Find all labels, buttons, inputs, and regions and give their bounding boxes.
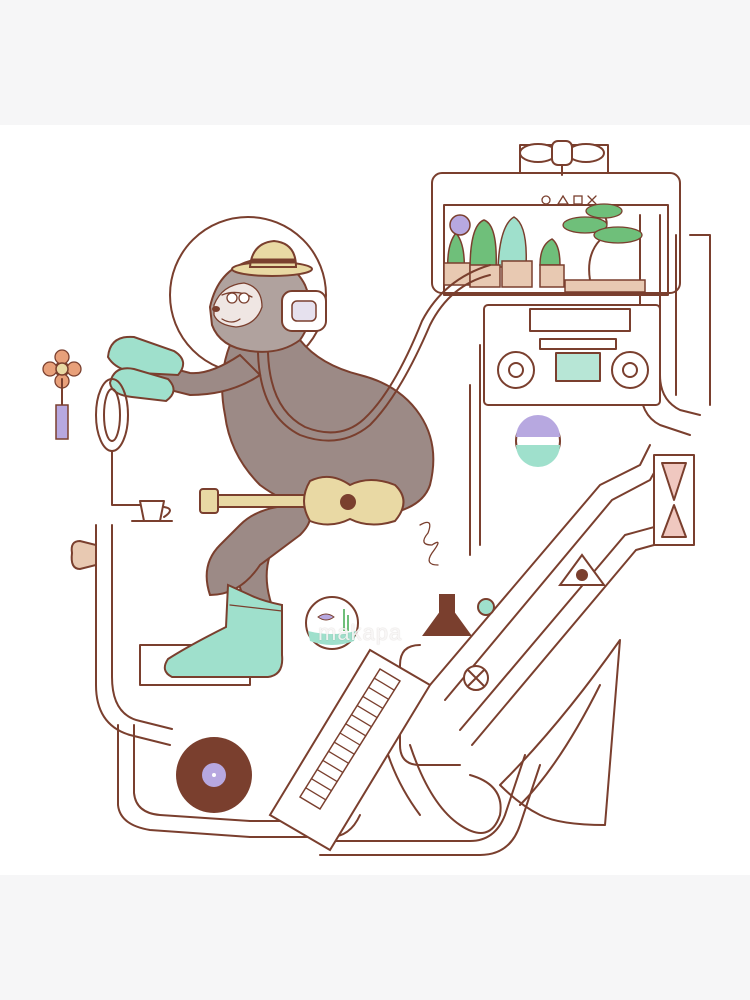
- ukulele: [199, 475, 405, 526]
- x-valve: [463, 665, 489, 691]
- key-line: [305, 787, 327, 801]
- glass-bulb: [515, 415, 561, 467]
- key-line: [356, 704, 378, 719]
- keyboard-keys: [305, 677, 395, 801]
- key-line: [322, 759, 344, 774]
- steering-wheel: [95, 378, 141, 506]
- erlenmeyer-flask: [422, 594, 472, 636]
- bonsai-tree: [562, 203, 646, 293]
- flower: [42, 349, 82, 440]
- top-margin: [0, 0, 750, 125]
- key-line: [316, 768, 338, 783]
- triangle-gauge: [558, 553, 606, 586]
- key-line: [310, 778, 333, 792]
- sloth-machine-illustration: [42, 140, 711, 856]
- key-line: [345, 723, 367, 737]
- propeller: [519, 140, 605, 176]
- artist-watermark: makapa: [318, 620, 403, 645]
- green-gloves: [106, 335, 185, 403]
- artwork-canvas: makapa: [0, 125, 750, 875]
- green-boots: [163, 583, 284, 678]
- headphone-goggle: [281, 290, 327, 332]
- air-hoses: [257, 264, 491, 442]
- key-line: [373, 677, 395, 691]
- fish-bowl: [305, 596, 359, 650]
- bottom-margin: [0, 875, 750, 1000]
- potted-plants: [443, 214, 565, 288]
- straw-hat: [231, 239, 313, 277]
- key-line: [327, 750, 350, 764]
- spring-coil: [419, 521, 439, 566]
- key-line: [339, 732, 361, 746]
- hourglass: [653, 454, 695, 546]
- cabinet-buttons: [541, 194, 597, 205]
- vinyl-record: [176, 737, 252, 813]
- coffee-cup: [131, 500, 173, 522]
- side-knob: [70, 539, 97, 571]
- key-line: [350, 714, 373, 728]
- key-line: [362, 695, 384, 710]
- boombox: [483, 304, 661, 406]
- green-gauge: [477, 598, 495, 616]
- key-line: [367, 686, 390, 700]
- key-line: [333, 741, 355, 755]
- synth-keyboard: [268, 648, 432, 852]
